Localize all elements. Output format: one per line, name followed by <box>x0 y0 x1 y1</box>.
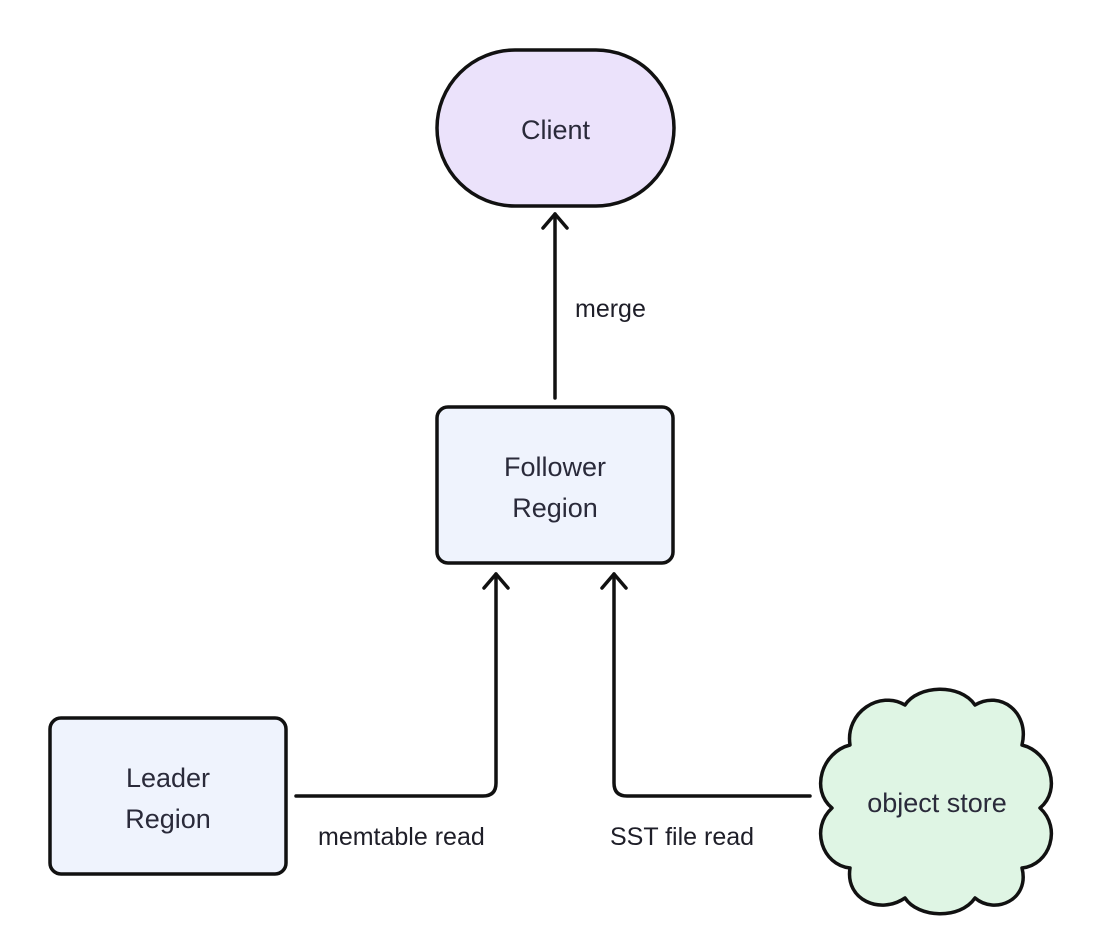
follower-region-label-line2: Region <box>512 493 598 523</box>
leader-region-node: Leader Region <box>48 716 288 876</box>
client-node: Client <box>435 48 676 208</box>
edge-memtable-read: memtable read <box>294 572 510 851</box>
leader-region-label-line1: Leader <box>126 763 210 793</box>
merge-label: merge <box>575 295 646 323</box>
edge-merge: merge <box>541 212 646 400</box>
leader-region-label-line2: Region <box>125 804 211 834</box>
sst-file-read-label: SST file read <box>610 823 754 851</box>
leader-region-shape <box>48 716 288 876</box>
follower-region-node: Follower Region <box>435 405 675 565</box>
client-label: Client <box>521 115 591 145</box>
memtable-read-arrowhead-icon <box>482 572 510 590</box>
memtable-read-arrow-line <box>294 572 498 798</box>
edge-sst-file-read: SST file read <box>600 572 812 851</box>
sst-file-read-arrow-line <box>612 572 812 798</box>
object-store-cloud-shape <box>819 687 1053 916</box>
object-store-label: object store <box>867 788 1007 818</box>
merge-arrowhead-icon <box>541 212 569 230</box>
sst-file-read-arrowhead-icon <box>600 572 628 590</box>
follower-region-shape <box>435 405 675 565</box>
object-store-node: object store <box>819 687 1053 916</box>
memtable-read-label: memtable read <box>318 823 485 851</box>
client-shape <box>435 48 676 208</box>
follower-region-label-line1: Follower <box>504 452 606 482</box>
